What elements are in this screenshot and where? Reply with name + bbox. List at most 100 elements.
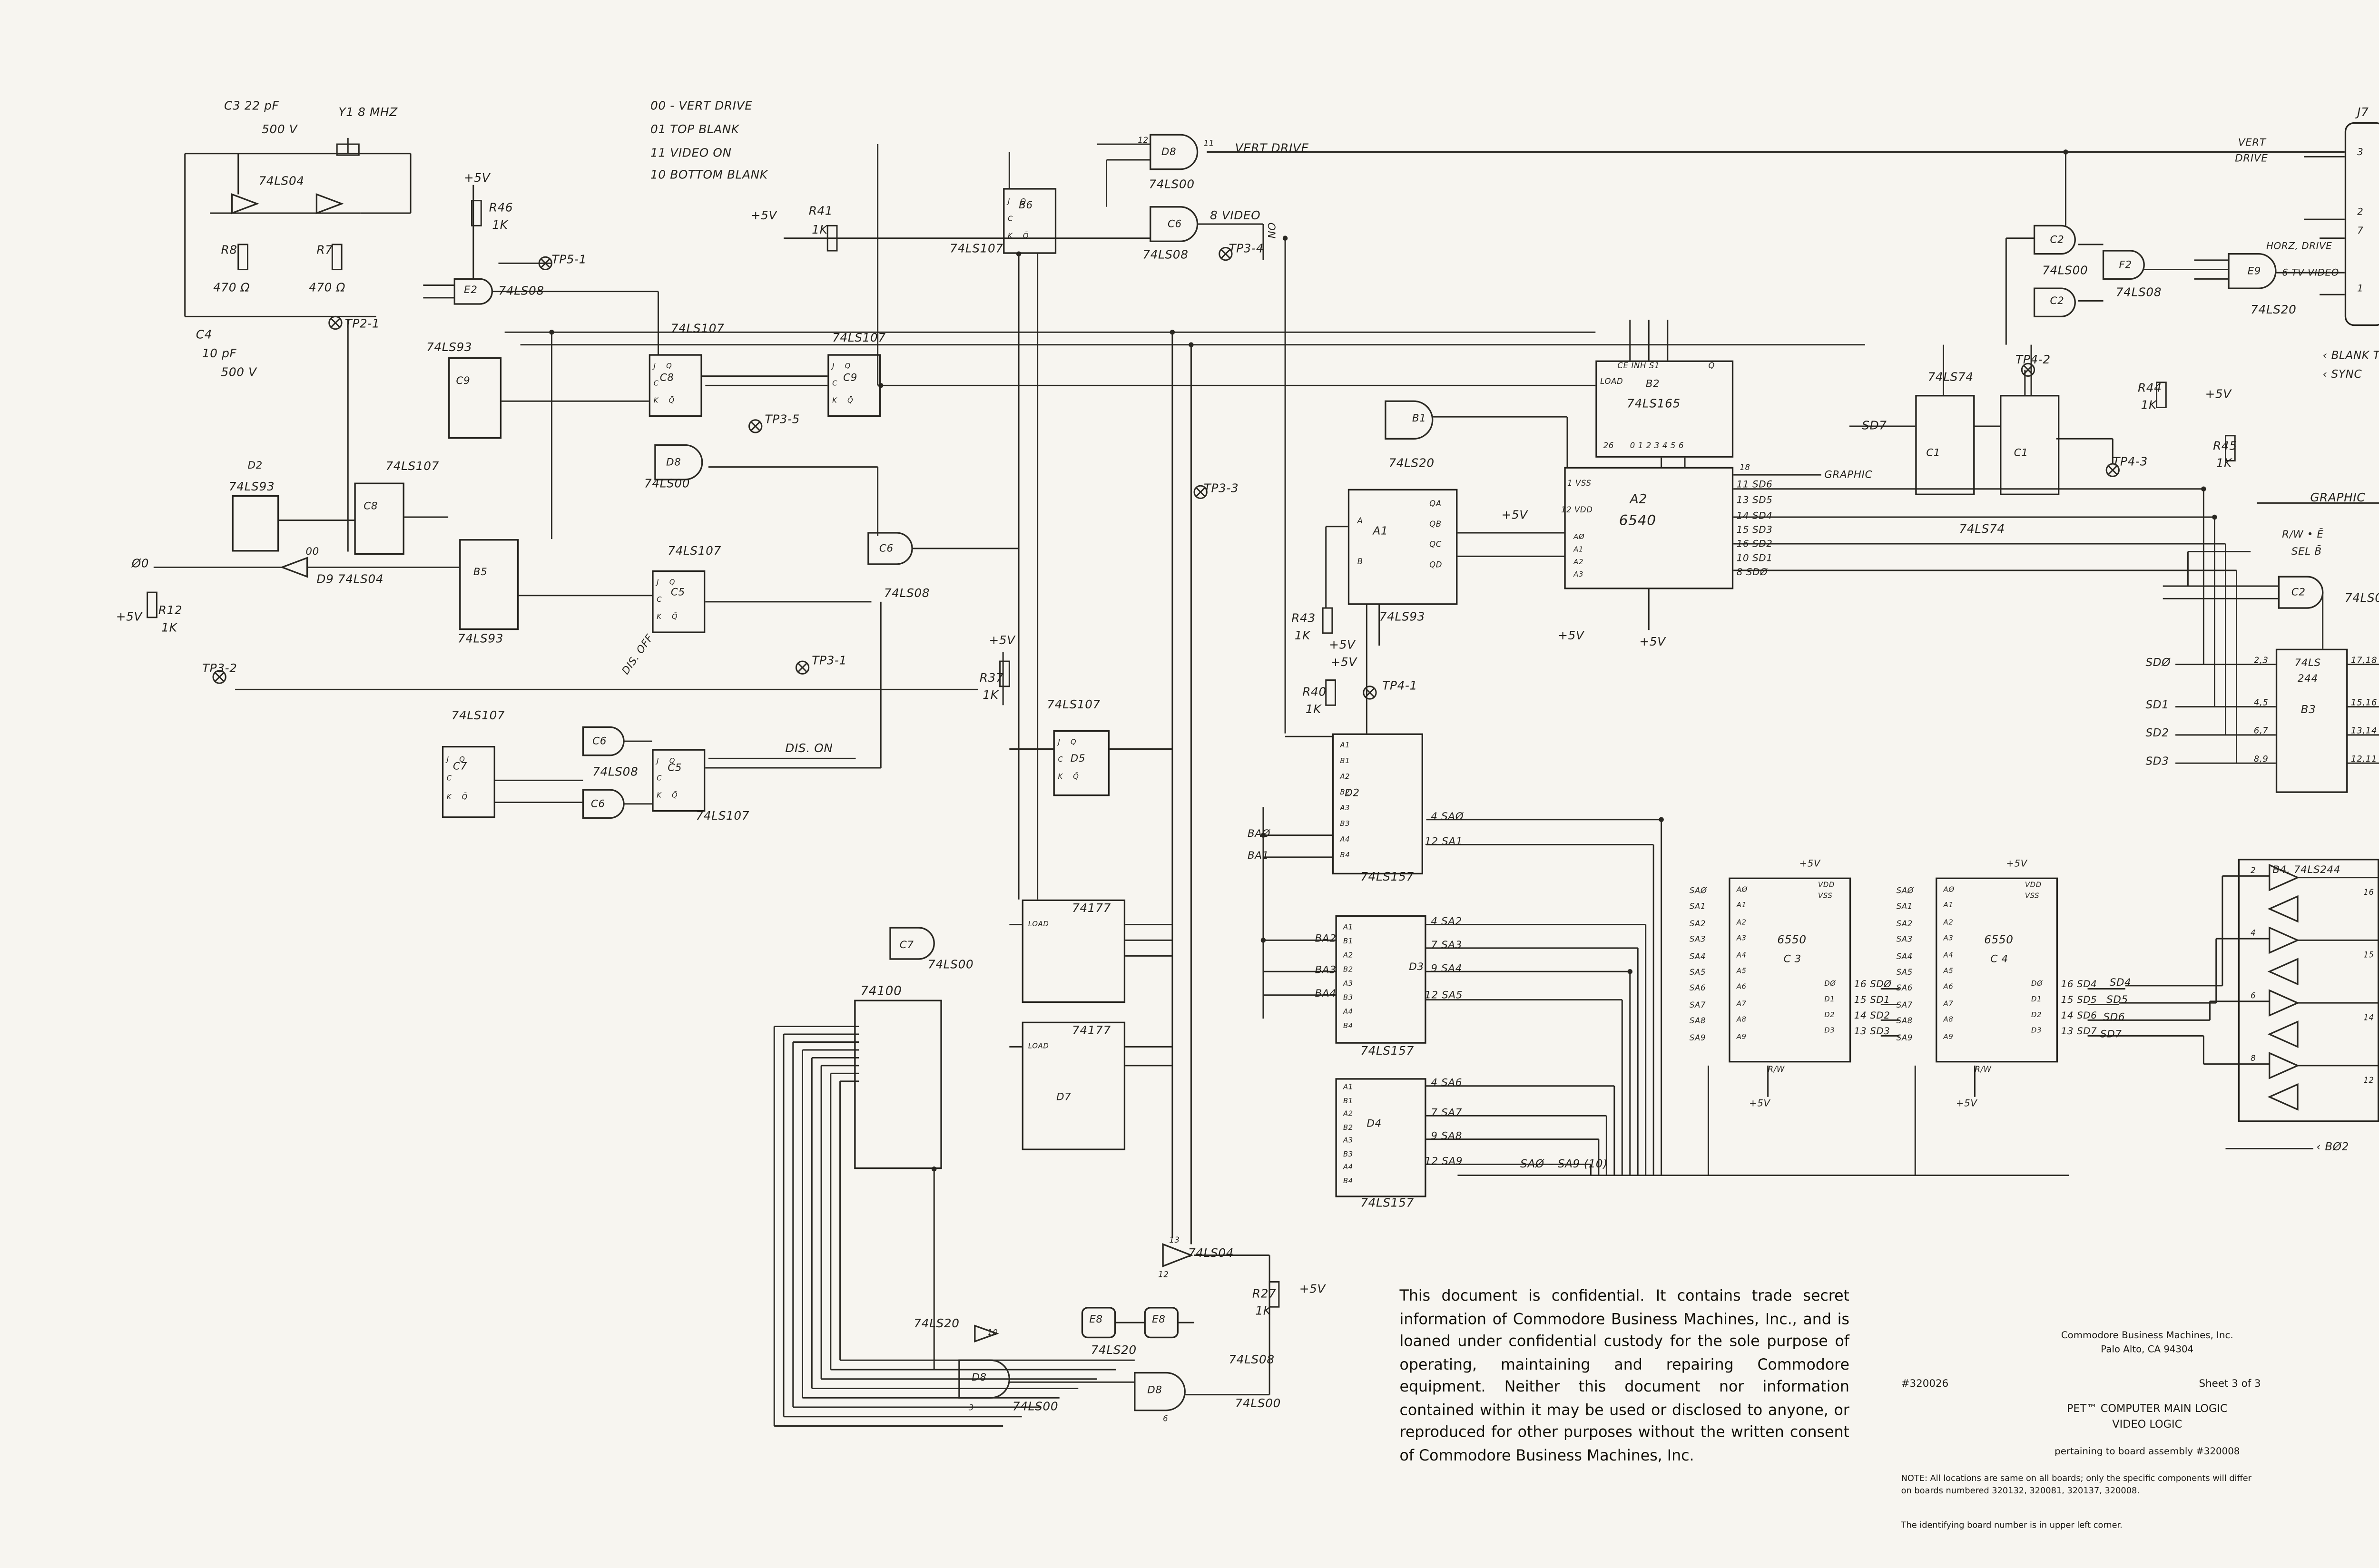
- schematic-label: 12 VDD: [1561, 506, 1593, 516]
- drawing-subtitle: VIDEO LOGIC: [2112, 1418, 2182, 1431]
- schematic-label: TP2-1: [344, 316, 380, 331]
- schematic-label: VERT DRIVE: [1235, 141, 1309, 156]
- ff-b6: [1003, 188, 1057, 254]
- schematic-label: F2: [2119, 258, 2132, 271]
- ic-d4-74ls157: [1335, 1078, 1426, 1197]
- testpoint-symbol: [538, 256, 552, 271]
- and-gate-c6-top: [1150, 206, 1199, 242]
- buffer-b4-74ls244-6: [2269, 1052, 2300, 1079]
- nand-gate-e9: [2228, 253, 2277, 289]
- schematic-label: 500 V: [262, 122, 298, 137]
- schematic-label: SD2: [2145, 727, 2169, 740]
- schematic-label: SAØ SA1 SA2 SA3 SA4 SA5 SA6 SA7 SA8 SA9: [1896, 887, 1914, 1043]
- schematic-label: D8: [666, 456, 681, 469]
- sheet-number: Sheet 3 of 3: [2199, 1377, 2261, 1390]
- schematic-label: 16: [2363, 888, 2374, 898]
- confidential-notice: This document is confidential. It contai…: [1399, 1288, 1849, 1466]
- ff-d5: [1053, 730, 1110, 796]
- inverter-d9-74ls04: [280, 557, 308, 578]
- schematic-label: A1 B1 A2 B2 A3 B3 A4 B4: [1340, 743, 1350, 861]
- testpoint-symbol: [1193, 485, 1208, 499]
- schematic-label: 74LS00: [1149, 177, 1195, 191]
- schematic-label: R8: [221, 243, 237, 257]
- schematic-label: 74LS04: [1188, 1245, 1234, 1260]
- schematic-label: 0 1 2 3 4 5 6: [1630, 441, 1684, 451]
- schematic-label: 2: [2357, 206, 2364, 218]
- resistor-symbol: [999, 660, 1010, 687]
- schematic-label: 14 SD4: [1736, 510, 1773, 522]
- schematic-label: 500 V: [221, 365, 257, 380]
- schematic-label: 74LS08: [2115, 285, 2162, 300]
- schematic-label: C9: [843, 371, 858, 384]
- schematic-label: D7: [1056, 1090, 1072, 1103]
- schematic-label: 00: [305, 545, 319, 558]
- wire-junction: [2201, 486, 2206, 491]
- ic-c9-left: [448, 357, 502, 439]
- schematic-label: E2: [464, 284, 478, 296]
- schematic-label: LOAD: [1028, 921, 1049, 930]
- schematic-label: 74LS00: [928, 957, 974, 972]
- schematic-label: C 4: [1990, 952, 2008, 966]
- schematic-label: 74LS00: [2344, 590, 2379, 605]
- schematic-label: 74LS107: [1047, 697, 1101, 712]
- schematic-label: +5V: [2205, 387, 2232, 402]
- ic-c1a-74ls74: [1915, 395, 1975, 495]
- schematic-label: SD7: [1862, 418, 1887, 433]
- schematic-label: 74100: [860, 984, 902, 999]
- schematic-label: R41: [808, 204, 833, 218]
- schematic-label: 4: [2251, 929, 2256, 939]
- schematic-label: 1K: [983, 688, 999, 702]
- resistor-symbol: [331, 244, 343, 271]
- schematic-label: 1K: [1255, 1303, 1271, 1318]
- schematic-label: 12 SA9: [1425, 1155, 1463, 1168]
- schematic-label: DRIVE: [2235, 152, 2268, 165]
- schematic-label: 74LS107: [696, 808, 750, 823]
- schematic-label: C7: [452, 760, 467, 773]
- schematic-label: 74177: [1072, 1023, 1111, 1038]
- schematic-label: 74LS00: [1012, 1399, 1059, 1414]
- schematic-label: 13 SD5: [1736, 495, 1773, 506]
- ic-b4-74ls244: [2238, 859, 2379, 1122]
- schematic-label: R12: [158, 603, 183, 617]
- schematic-label: 74LS74: [1927, 370, 1974, 384]
- schematic-label: SD1: [2145, 699, 2169, 712]
- schematic-label: 74LS157: [1360, 870, 1414, 884]
- schematic-label: ‹ BØ2: [2316, 1141, 2350, 1154]
- schematic-label: TP3-5: [765, 412, 800, 426]
- wire: [2108, 465, 2117, 475]
- schematic-label: 15,16: [2351, 699, 2378, 708]
- schematic-label: 12: [1158, 1271, 1169, 1281]
- schematic-label: B1: [1412, 412, 1426, 425]
- schematic-label: J7: [2357, 105, 2369, 119]
- testpoint-symbol: [1219, 246, 1233, 261]
- schematic-label: 74LS107: [832, 331, 886, 345]
- nand-gate-d8-left: [654, 444, 703, 480]
- schematic-label: 74LS165: [1627, 396, 1681, 411]
- schematic-label: R37: [979, 670, 1004, 685]
- schematic-label: C2: [2050, 233, 2064, 246]
- buffer-b4-74ls244-1: [2267, 895, 2299, 923]
- wire: [1196, 487, 1205, 497]
- schematic-label: 12 SA1: [1425, 835, 1463, 848]
- schematic-label: B2: [1645, 377, 1660, 391]
- schematic-label: A1 B1 A2 B2 A3 B3 A4 B4: [1343, 1084, 1353, 1186]
- schematic-label: 11: [1203, 139, 1215, 149]
- schematic-label: C 3: [1783, 952, 1801, 966]
- schematic-label: 2: [2251, 866, 2256, 876]
- schematic-label: 74LS93: [426, 340, 472, 354]
- schematic-label: TP3-4: [1229, 241, 1264, 255]
- schematic-label: 1K: [1294, 628, 1311, 643]
- schematic-label: SAØ – SA9 (10): [1520, 1158, 1608, 1171]
- schematic-label: 244: [2298, 672, 2318, 685]
- wire-junction: [1282, 235, 1288, 241]
- schematic-label: 74LS20: [914, 1316, 960, 1331]
- schematic-label: Y1 8 MHZ: [338, 105, 398, 119]
- schematic-label: 74177: [1072, 901, 1111, 915]
- schematic-label: +5V: [1749, 1098, 1770, 1110]
- board-assembly-note: pertaining to board assembly #320008: [2055, 1446, 2240, 1458]
- wire-junction: [1659, 817, 1664, 823]
- schematic-label: DIS. ON: [785, 741, 833, 755]
- schematic-label: 74LS107: [670, 321, 725, 335]
- schematic-label: 12,11: [2351, 755, 2378, 765]
